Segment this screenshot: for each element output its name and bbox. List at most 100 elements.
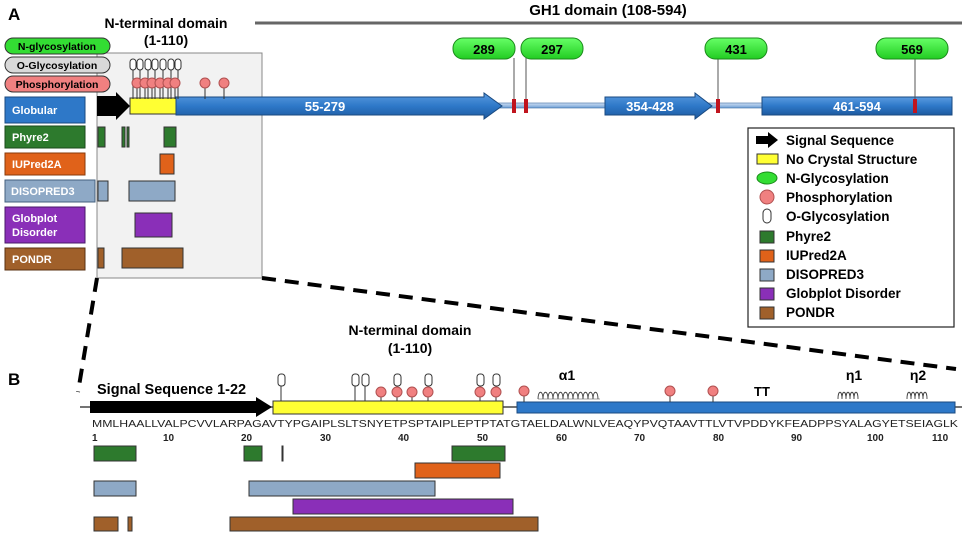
domain-55-279-label: 55-279 xyxy=(305,99,345,114)
zoom-line-right xyxy=(261,276,957,371)
oglyco-site xyxy=(159,58,167,71)
nglyco-pill-label: N-glycosylation xyxy=(18,41,96,53)
legend-nglyco-label: N-Glycosylation xyxy=(786,171,889,186)
track-label-phyre2 xyxy=(4,125,86,149)
ss-label-eta1: η1 xyxy=(846,367,863,383)
legend-globplot-swatch xyxy=(759,287,775,301)
phyre2-bar xyxy=(126,126,130,148)
oglyco-site xyxy=(476,373,485,387)
phos-site xyxy=(490,386,502,398)
tick-label: 40 xyxy=(398,433,410,444)
legend-nocrystal-label: No Crystal Structure xyxy=(786,152,918,167)
pondr-bar xyxy=(93,516,119,532)
gh1-domain-title: GH1 domain (108-594) xyxy=(529,2,687,19)
panel-a-label: A xyxy=(8,5,20,24)
tick-label: 80 xyxy=(713,433,725,444)
track-label-globplot xyxy=(4,206,86,244)
site-marker-431 xyxy=(716,99,720,113)
site-marker-289 xyxy=(512,99,516,113)
track-labels: Globular Phyre2 IUPred2A DISOPRED3 Globp… xyxy=(4,96,96,271)
track-label-iupred xyxy=(4,152,86,176)
phos-site xyxy=(218,77,230,89)
oglyco-site xyxy=(351,373,360,387)
tick-label: 10 xyxy=(163,433,175,444)
legend-signal-label: Signal Sequence xyxy=(786,133,895,148)
signal-arrow-b xyxy=(90,397,272,417)
nglyco-pill-569 xyxy=(875,37,949,60)
track-label-disopred xyxy=(4,179,96,203)
oglyco-site xyxy=(424,373,433,387)
ss-label-tt: TT xyxy=(754,384,770,399)
nterm-title-b: N-terminal domain xyxy=(349,322,472,338)
track-label-globular xyxy=(4,96,86,124)
nglyco-label-289: 289 xyxy=(473,42,495,57)
nglyco-label-569: 569 xyxy=(901,42,923,57)
oglyco-pill-label: O-Glycosylation xyxy=(17,60,98,72)
nglyco-sites: 289 297 431 569 xyxy=(452,37,949,99)
helix-alpha1 xyxy=(537,391,599,400)
phyre2-bar xyxy=(121,126,126,148)
phos-pill-label: Phosphorylation xyxy=(16,79,99,91)
track-label-globular-text: Globular xyxy=(12,105,58,117)
ptm-sites-a xyxy=(129,58,230,99)
tick-label: 90 xyxy=(791,433,803,444)
legend-oglyco-label: O-Glycosylation xyxy=(786,209,890,224)
nglyco-label-431: 431 xyxy=(725,42,747,57)
phos-site xyxy=(474,386,486,398)
signal-sequence-label: Signal Sequence 1-22 xyxy=(97,382,246,398)
tick-label: 100 xyxy=(867,433,884,444)
helix-eta2 xyxy=(906,391,928,400)
track-label-globplot-line1: Globplot xyxy=(12,213,58,225)
domain-354-428 xyxy=(604,91,713,121)
ss-label-eta2: η2 xyxy=(910,367,927,383)
secondary-structure: α1 TT η1 η2 xyxy=(537,367,928,400)
signal-arrow-a xyxy=(97,92,130,120)
phos-site xyxy=(664,385,676,397)
nglyco-pill-297 xyxy=(520,37,584,60)
disopred-bar xyxy=(97,180,109,202)
nterm-range-a: (1-110) xyxy=(144,32,188,48)
domain-461-594-label: 461-594 xyxy=(833,99,881,114)
oglyco-site xyxy=(144,58,152,71)
legend-oglyco-swatch xyxy=(762,208,772,224)
legend-signal-swatch xyxy=(756,132,778,148)
track-label-pondr xyxy=(4,247,86,271)
oglyco-site xyxy=(136,58,144,71)
helix-eta1 xyxy=(837,391,859,400)
tick-label: 20 xyxy=(241,433,253,444)
phos-site xyxy=(707,385,719,397)
oglyco-site xyxy=(129,58,137,71)
disopred-bar xyxy=(128,180,176,202)
nterm-title-a: N-terminal domain xyxy=(105,15,228,31)
legend-box xyxy=(747,127,955,328)
phos-site xyxy=(375,386,387,398)
pondr-bar xyxy=(97,247,105,269)
phos-site xyxy=(169,77,181,89)
phos-site xyxy=(199,77,211,89)
track-label-iupred-text: IUPred2A xyxy=(12,159,62,171)
phyre2-bar xyxy=(163,126,177,148)
pondr-bar xyxy=(121,247,184,269)
tick-label: 110 xyxy=(932,433,949,444)
domain-461-594 xyxy=(761,96,953,116)
zoom-line-left xyxy=(76,277,99,393)
phos-site xyxy=(406,386,418,398)
tick-label: 70 xyxy=(634,433,646,444)
ss-label-alpha1: α1 xyxy=(559,367,576,383)
disopred-bar xyxy=(248,480,436,497)
legend: Signal Sequence No Crystal Structure N-G… xyxy=(747,127,955,328)
oglyco-site xyxy=(151,58,159,71)
tick-label: 60 xyxy=(556,433,568,444)
domain-55-279 xyxy=(175,92,503,120)
nglyco-pill-431 xyxy=(704,37,768,60)
ptm-sites-b xyxy=(277,373,719,402)
nterm-zoom-box xyxy=(96,52,263,279)
no-crystal-box-a xyxy=(129,97,177,115)
phyre2-bar xyxy=(451,445,506,462)
legend-pondr-label: PONDR xyxy=(786,305,835,320)
site-marker-297 xyxy=(524,99,528,113)
globplot-bar xyxy=(134,212,173,238)
oglyco-site xyxy=(393,373,402,387)
legend-iupred-swatch xyxy=(759,249,775,263)
